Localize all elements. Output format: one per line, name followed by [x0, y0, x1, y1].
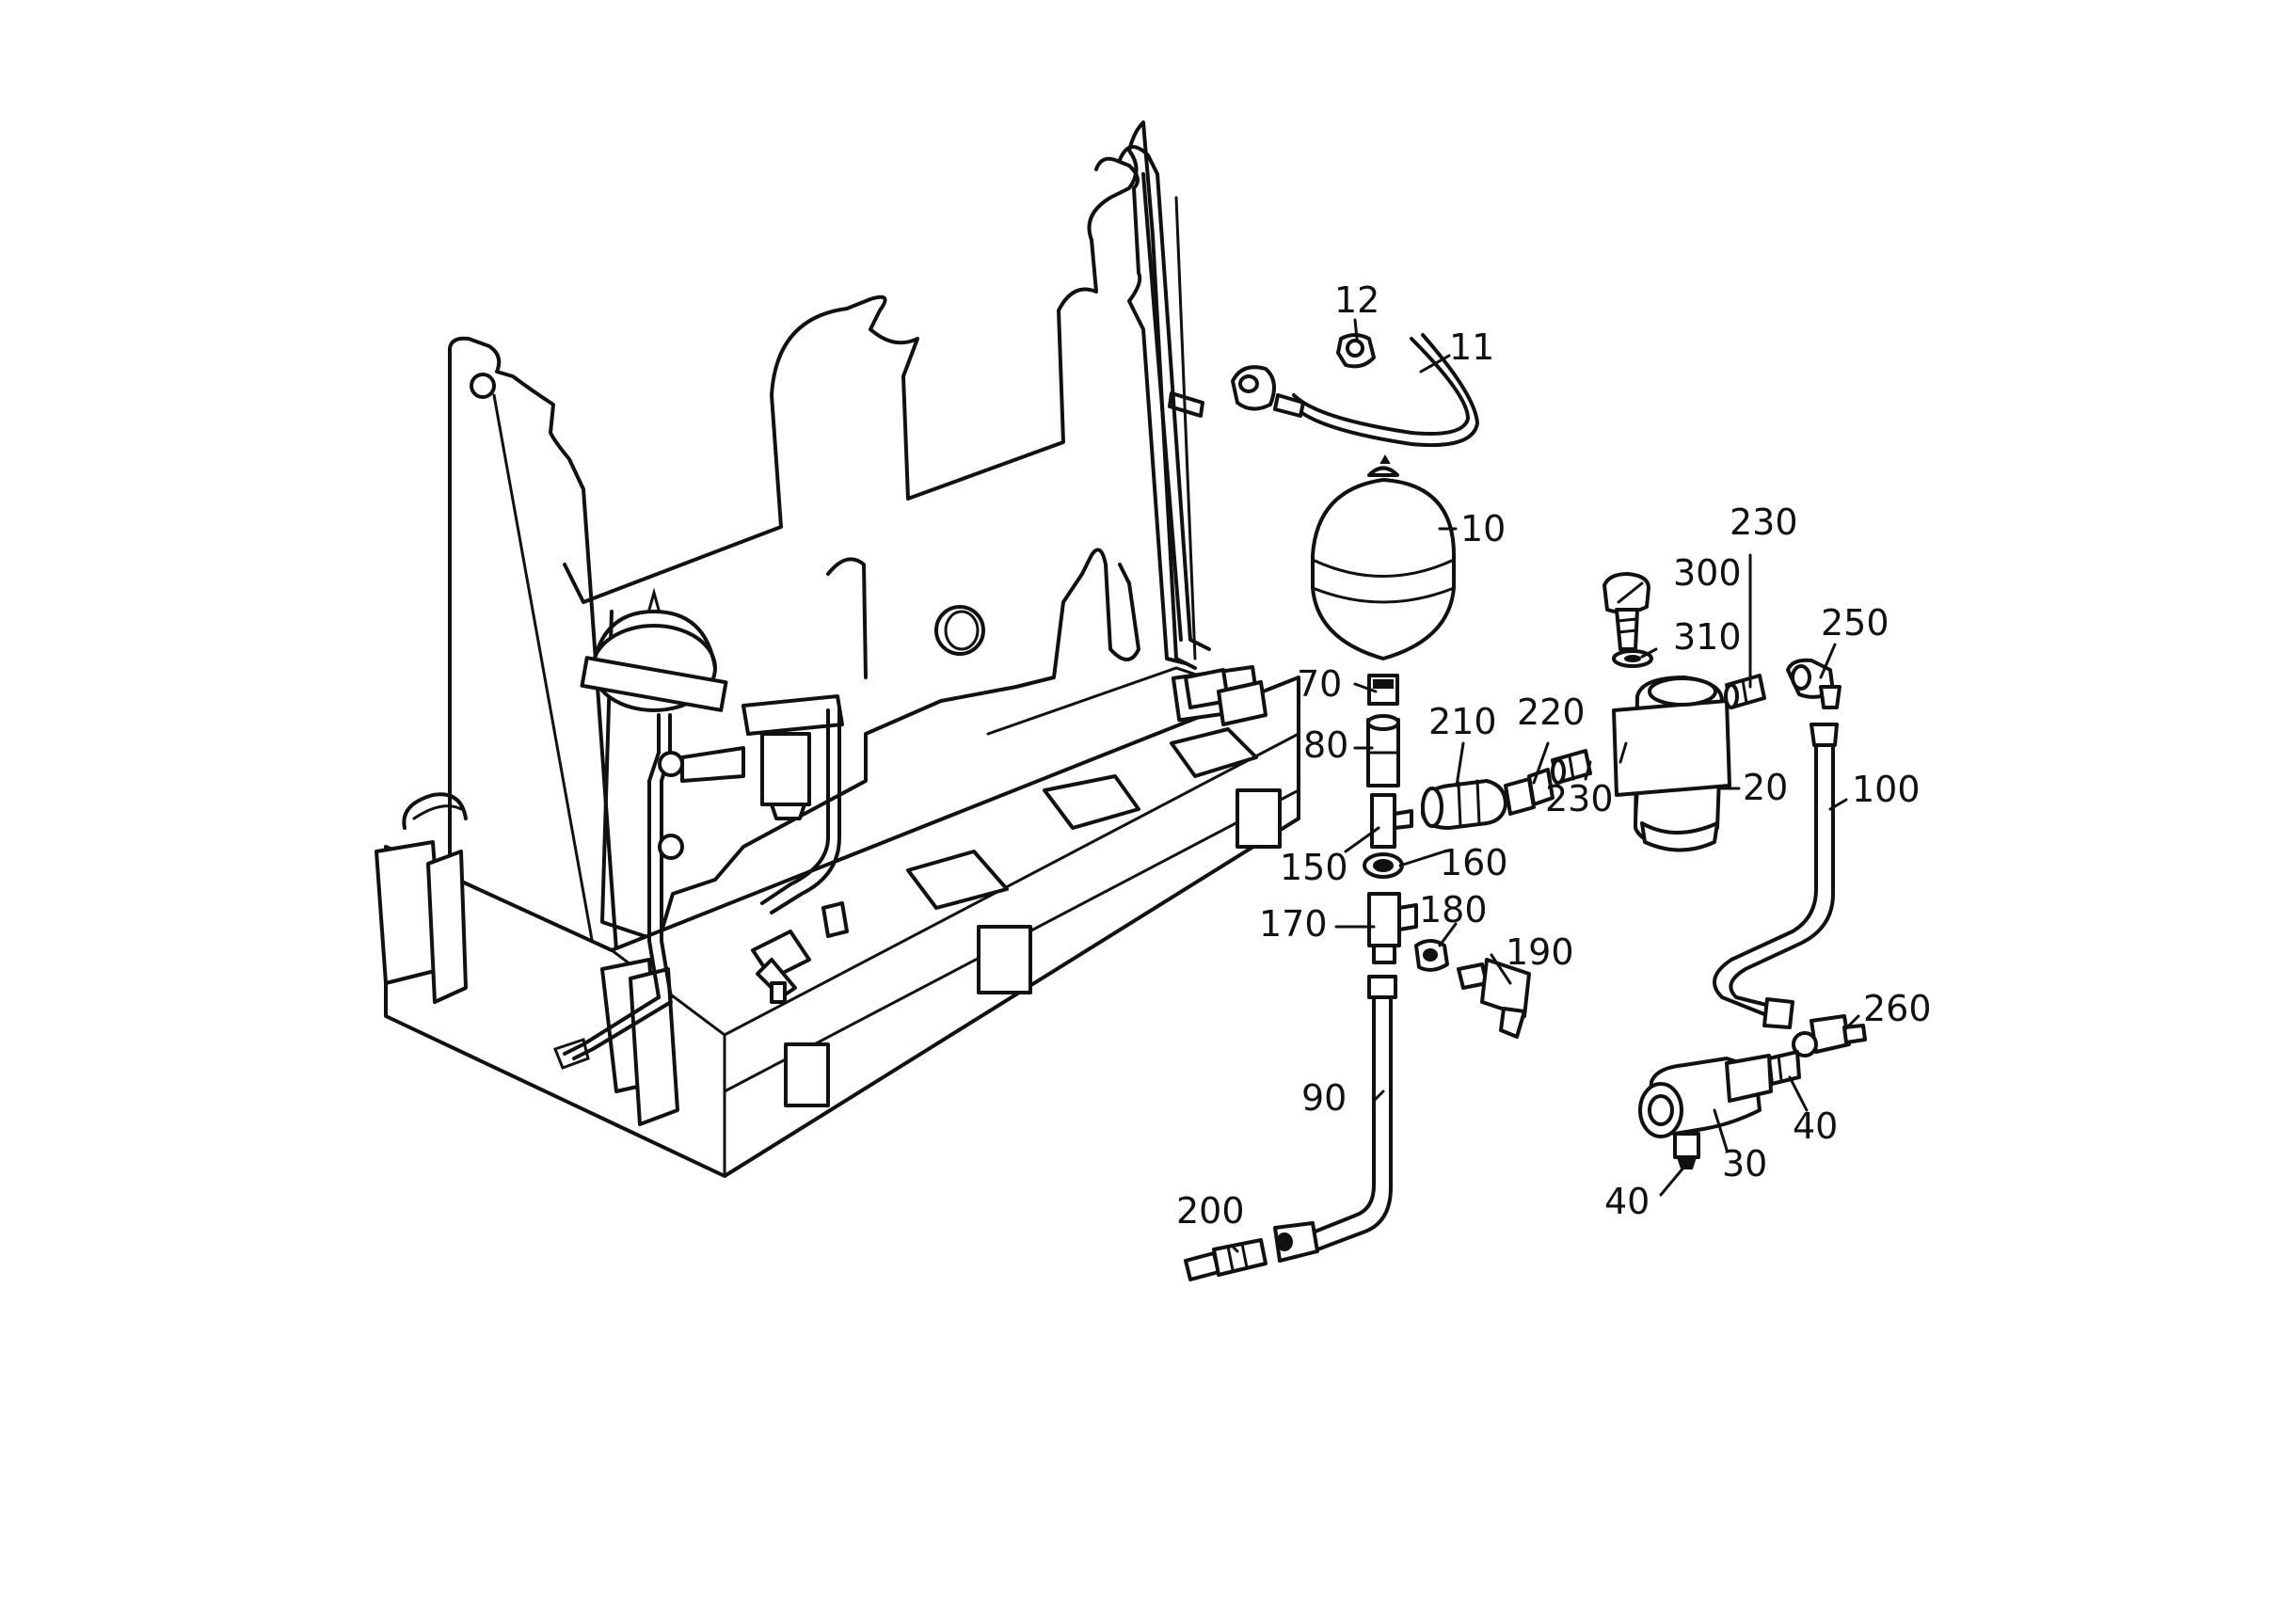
label-310: 310: [1673, 616, 1742, 658]
part-40-fitting-right: [1767, 1050, 1801, 1086]
part-20-filter: [1612, 676, 1731, 852]
part-310-washer: [1612, 649, 1653, 668]
label-260: 260: [1863, 988, 1932, 1029]
part-30-valve: [1638, 1054, 1773, 1138]
label-40-lower: 40: [1604, 1181, 1650, 1222]
part-170-tee: [1367, 892, 1418, 964]
part-150-tee: [1370, 793, 1413, 849]
label-100: 100: [1852, 769, 1921, 810]
label-80: 80: [1303, 724, 1348, 766]
label-210: 210: [1428, 701, 1497, 742]
part-210-connector: [1421, 779, 1507, 830]
label-170: 170: [1259, 903, 1328, 945]
label-160: 160: [1440, 842, 1508, 883]
label-10: 10: [1460, 508, 1506, 549]
part-230-fitting-lower: [1551, 749, 1592, 785]
leader-lines: [1231, 318, 1860, 1253]
label-190: 190: [1506, 931, 1574, 973]
label-40-right: 40: [1793, 1105, 1838, 1147]
part-100-pipe: [1713, 723, 1839, 1029]
part-230-fitting-upper: [1724, 674, 1766, 709]
label-220: 220: [1517, 692, 1586, 733]
part-300-bolt: [1602, 572, 1650, 651]
label-90: 90: [1301, 1077, 1347, 1119]
label-230-upper: 230: [1730, 501, 1798, 543]
part-190-valve: [1457, 958, 1531, 1039]
label-12: 12: [1334, 279, 1379, 321]
label-250: 250: [1821, 602, 1889, 644]
label-150: 150: [1280, 847, 1348, 888]
part-200-fitting: [1184, 1238, 1268, 1281]
label-30: 30: [1722, 1143, 1767, 1185]
part-80-nut: [1366, 714, 1400, 787]
part-260-elbow: [1792, 1014, 1867, 1057]
part-40-fitting-lower: [1673, 1132, 1700, 1169]
part-180-nut: [1414, 939, 1449, 972]
label-11: 11: [1449, 326, 1494, 368]
part-12-nut: [1336, 333, 1376, 369]
label-300: 300: [1673, 552, 1742, 594]
label-70: 70: [1297, 663, 1342, 705]
part-160-nut: [1363, 852, 1404, 879]
label-20: 20: [1743, 767, 1788, 808]
label-230-lower: 230: [1545, 778, 1614, 819]
part-number-labels: 12 11 10 70 80 150 160 170 180 190 90 20…: [1176, 279, 1932, 1232]
part-90-pipe: [1273, 975, 1397, 1263]
part-11-bent-tube: [1231, 333, 1479, 448]
frame-assembly: [375, 120, 1300, 1178]
label-200: 200: [1176, 1190, 1245, 1232]
label-180: 180: [1419, 889, 1488, 930]
part-250-elbow: [1786, 658, 1842, 709]
part-10-accumulator: [1311, 453, 1456, 660]
